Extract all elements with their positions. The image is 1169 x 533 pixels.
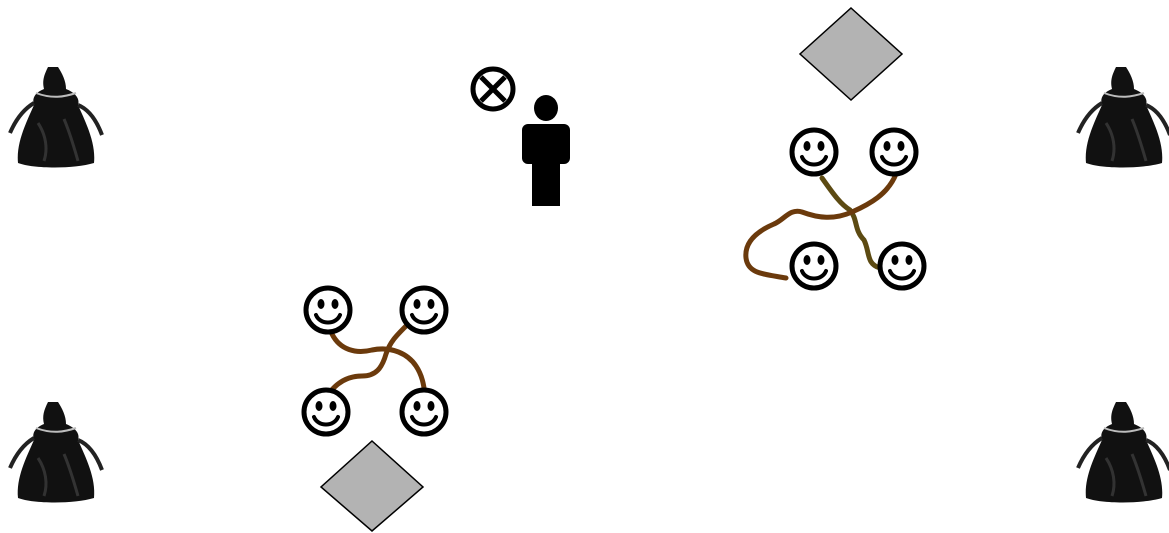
diamond-icon — [321, 441, 423, 531]
corner-bag-bottom-left[interactable] — [4, 398, 106, 506]
rope-line[interactable] — [330, 326, 406, 392]
smiley-face-icon[interactable] — [402, 390, 446, 434]
smiley-face-icon[interactable] — [304, 390, 348, 434]
circled-x-icon — [473, 69, 513, 109]
smiley-face-icon[interactable] — [872, 130, 916, 174]
diamond-tile-top[interactable] — [798, 6, 904, 102]
corner-bag-bottom-right[interactable] — [1072, 398, 1169, 506]
bag-icon — [10, 67, 102, 168]
corner-bag-top-right[interactable] — [1072, 63, 1169, 171]
bag-icon — [1078, 402, 1169, 503]
player-character[interactable] — [518, 94, 574, 212]
bag-icon — [1078, 67, 1169, 168]
bag-icon — [10, 402, 102, 503]
diamond-icon — [800, 8, 902, 100]
smiley-group-left — [296, 282, 456, 440]
smiley-face-icon[interactable] — [306, 288, 350, 332]
diamond-tile-bottom[interactable] — [319, 439, 425, 533]
smiley-face-icon[interactable] — [792, 244, 836, 288]
smiley-face-icon[interactable] — [792, 130, 836, 174]
smiley-face-icon[interactable] — [402, 288, 446, 332]
person-icon — [522, 95, 570, 206]
smiley-face-icon[interactable] — [880, 244, 924, 288]
target-marker[interactable] — [468, 65, 520, 113]
corner-bag-top-left[interactable] — [4, 63, 106, 171]
smiley-group-right — [740, 122, 932, 294]
